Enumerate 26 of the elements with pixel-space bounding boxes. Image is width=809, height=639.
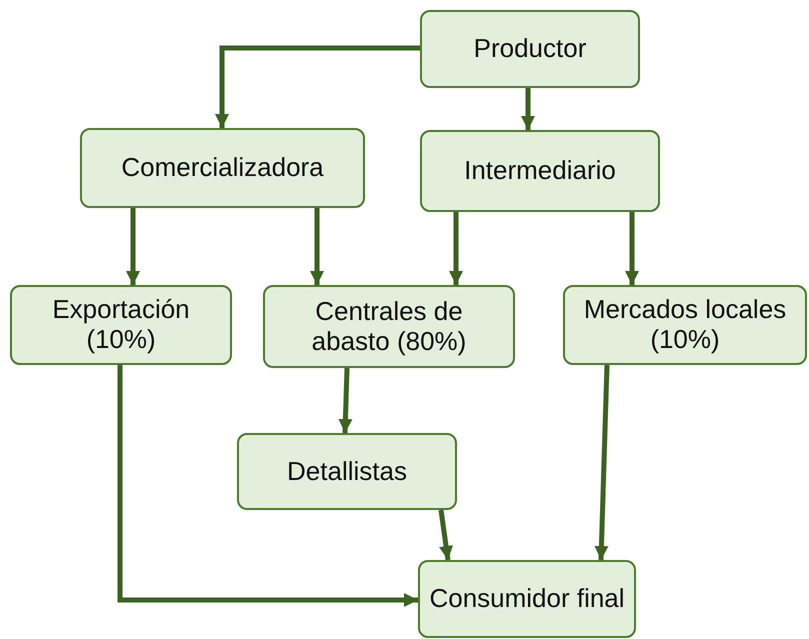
box-label: Comercializadora [121,153,324,183]
arrow [521,88,535,130]
arrow [438,510,453,560]
arrow [625,212,639,285]
box-label: Detallistas [287,456,407,486]
box-label: Exportación (10%) [51,295,191,355]
process-box [10,285,232,365]
arrow [449,212,463,285]
box-label: Mercados locales (10%) [582,295,788,355]
process-box [420,10,640,88]
arrow [126,208,140,285]
box-label: Intermediario [464,156,616,186]
process-box [80,128,365,208]
arrow [310,208,324,285]
box-label: Consumidor final [429,584,625,614]
box-label: Productor [474,34,586,64]
arrow [118,365,418,607]
arrow [338,368,352,434]
process-box [263,285,515,368]
process-box [563,285,807,365]
process-box [418,560,636,638]
process-box [237,433,457,510]
arrow [594,364,610,560]
process-box [420,130,660,212]
box-label: Centrales de abasto (80%) [310,296,468,356]
arrow [215,46,420,128]
